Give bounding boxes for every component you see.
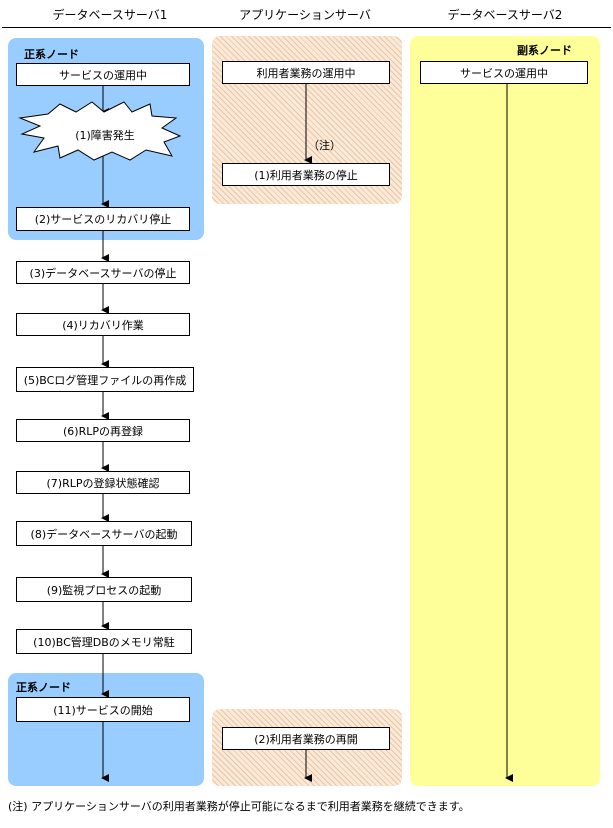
- db1-step-7: (7)RLPの登録状態確認: [16, 471, 190, 494]
- db1-step-8: (8)データベースサーバの起動: [16, 521, 192, 546]
- app-user-work-running: 利用者業務の運用中: [222, 61, 390, 84]
- header-db-server-1: データベースサーバ1: [52, 8, 168, 22]
- failure-burst-icon: [18, 101, 182, 161]
- db1-step-3: (3)データベースサーバの停止: [16, 261, 190, 284]
- db1-step-10: (10)BC管理DBのメモリ常駐: [16, 629, 192, 654]
- db1-step-6: (6)RLPの再登録: [16, 419, 190, 442]
- failure-label: (1)障害発生: [75, 129, 135, 142]
- app-step-1: (1)利用者業務の停止: [222, 163, 390, 186]
- db1-step-4: (4)リカバリ作業: [16, 313, 190, 336]
- note-mark: （注）: [308, 139, 341, 152]
- db1-step-11: (11)サービスの開始: [16, 697, 190, 722]
- secondary-node-label: 副系ノード: [517, 44, 572, 57]
- primary-node-label-top: 正系ノード: [24, 48, 79, 61]
- header-divider: [2, 27, 611, 28]
- header-app-server: アプリケーションサーバ: [239, 8, 371, 22]
- app-step-2: (2)利用者業務の再開: [222, 727, 390, 750]
- db2-service-running: サービスの運用中: [420, 61, 588, 84]
- header-db-server-2: データベースサーバ2: [447, 8, 563, 22]
- db1-step-5: (5)BCログ管理ファイルの再作成: [16, 367, 194, 392]
- secondary-node-panel: [410, 36, 600, 786]
- primary-node-label-bottom: 正系ノード: [16, 681, 71, 694]
- db1-step-2: (2)サービスのリカバリ停止: [16, 207, 190, 231]
- db1-step-9: (9)監視プロセスの起動: [16, 577, 192, 602]
- footnote: (注) アプリケーションサーバの利用者業務が停止可能になるまで利用者業務を継続で…: [8, 800, 470, 813]
- db1-service-running: サービスの運用中: [16, 63, 190, 86]
